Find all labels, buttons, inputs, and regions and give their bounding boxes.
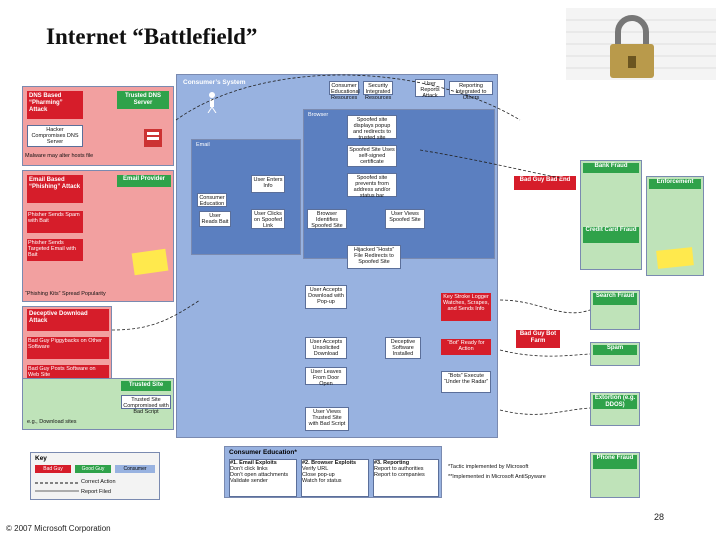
browser-identifies: Browser Identifies Spoofed Site	[307, 209, 347, 229]
phishing-title: Email Based “Phishing” Attack	[27, 175, 83, 203]
edu-col-3-item: Report to authorities	[374, 466, 424, 472]
trusted-dns-server: Trusted DNS Server	[117, 91, 169, 109]
reporting-to-others: Reporting Integrated to Others	[449, 81, 493, 101]
bad-guy-bot-farm: Bad Guy Bot Farm	[516, 330, 560, 348]
piggyback-card: Bad Guy Piggybacks on Other Software	[27, 337, 109, 359]
dns-attack-title: DNS Based “Pharming” Attack	[27, 91, 83, 119]
edu-col-3-title: #3. Reporting	[374, 460, 410, 466]
note-microsoft: *Tactic implemented by Microsoft	[448, 464, 529, 470]
dns-hacker-card: Hacker Compromises DNS Server	[27, 125, 83, 147]
edu-col-3: #3. Reporting Report to authorities Repo…	[373, 459, 439, 497]
extortion-panel: Extortion (e.g. DDOS)	[590, 392, 640, 426]
accepts-unsolicited: User Accepts Unsolicited Download	[305, 337, 347, 359]
enforcement-title: Enforcement	[649, 179, 701, 189]
edu-resources: Consumer Educational Resources	[329, 81, 360, 101]
server-icon	[144, 129, 162, 147]
phisher-targeted-card: Phisher Sends Targeted Email with Bait	[27, 239, 83, 261]
education-title: Consumer Education*	[229, 449, 297, 456]
user-enters-info: User Enters Info	[251, 175, 285, 193]
consumer-person-icon	[207, 92, 217, 113]
door-open-card: User Leaves From Door Open	[305, 367, 347, 387]
consumer-systems-panel: Consumer’s System Consumer Educational R…	[176, 74, 498, 438]
dns-attack-panel: DNS Based “Pharming” Attack Hacker Compr…	[22, 86, 174, 166]
deceptive-installed: Deceptive Software Installed	[385, 337, 421, 359]
key-good-guy: Good Guy	[75, 465, 111, 473]
search-fraud-panel: Search Fraud	[590, 290, 640, 330]
copyright-footer: © 2007 Microsoft Corporation	[6, 524, 111, 533]
key-consumer: Consumer	[115, 465, 155, 473]
edu-col-1: #1. Email Exploits Don’t click links Don…	[229, 459, 297, 497]
user-clicks-spoofed: User Clicks on Spoofed Link	[251, 209, 285, 229]
edu-col-1-title: #1. Email Exploits	[230, 460, 277, 466]
key-report-filed: Report Filed	[81, 489, 111, 495]
spam-panel: Spam	[590, 342, 640, 366]
self-signed-card: Spoofed Site Uses self-signed certificat…	[347, 145, 397, 167]
consumer-systems-title: Consumer’s System	[183, 79, 246, 86]
deceptive-title: Deceptive Download Attack	[27, 309, 109, 331]
status-bar-card: Spoofed site prevents from address and/o…	[347, 173, 397, 199]
edu-col-2-item: Verify URL	[302, 466, 329, 472]
bank-fraud-panel: Bank Fraud Credit Card Fraud	[580, 160, 642, 270]
legend-key: Key Bad Guy Good Guy Consumer Correct Ac…	[30, 452, 160, 500]
views-bad-script: User Views Trusted Site with Bad Script	[305, 407, 349, 431]
credit-card-fraud: Credit Card Fraud	[583, 227, 639, 243]
trusted-site-compromised: Trusted Site Compromised with Bad Script	[121, 395, 171, 415]
edu-col-2-item: Close pop-up	[302, 472, 335, 478]
starburst-badge	[131, 248, 169, 276]
bad-guy-bad-end: Bad Guy Bad End	[514, 176, 576, 190]
dns-caption: Malware may alter hosts file	[25, 153, 94, 159]
bank-fraud-title: Bank Fraud	[583, 163, 639, 173]
key-title: Key	[35, 455, 47, 462]
browser-label: Browser	[308, 112, 329, 118]
note-antispyware: **Implemented in Microsoft AntiSpyware	[448, 474, 546, 480]
trusted-site-panel: Trusted Site Trusted Site Compromised wi…	[22, 378, 174, 430]
enforcement-panel: Enforcement	[646, 176, 704, 276]
padlock-icon	[566, 8, 716, 80]
bots-execute: “Bots” Execute “Under the Radar”	[441, 371, 491, 393]
phishing-caption: “Phishing Kits” Spread Popularity	[25, 291, 106, 297]
enforcement-badge	[656, 247, 694, 269]
page-number: 28	[654, 512, 665, 522]
phone-fraud-panel: Phone Fraud	[590, 452, 640, 498]
consumer-education-panel: Consumer Education* #1. Email Exploits D…	[224, 446, 442, 498]
accepts-download-popup: User Accepts Download with Pop-up	[305, 285, 347, 309]
user-views-spoofed: User Views Spoofed Site	[385, 209, 425, 229]
security-resources: Security Integrated Resources	[363, 81, 393, 101]
trusted-site-title: Trusted Site	[121, 381, 171, 391]
edu-col-2-title: #2. Browser Exploits	[302, 460, 357, 466]
phisher-spam-card: Phisher Sends Spam with Bait	[27, 211, 83, 233]
hijacked-hosts: Hijacked “Hosts” File Redirects to Spoof…	[347, 245, 401, 269]
email-phishing-panel: Email Based “Phishing” Attack Email Prov…	[22, 170, 174, 302]
spam-title: Spam	[593, 345, 637, 355]
edu-col-1-item: Validate sender	[230, 478, 268, 484]
edu-col-1-item: Don’t open attachments	[230, 472, 289, 478]
user-reports-attack: User Reports Attack	[415, 79, 445, 99]
search-fraud-title: Search Fraud	[593, 293, 637, 305]
edu-col-2: #2. Browser Exploits Verify URL Close po…	[301, 459, 369, 497]
key-line-samples	[35, 482, 79, 492]
extortion-title: Extortion (e.g. DDOS)	[593, 395, 637, 409]
browser-area: Browser	[303, 109, 495, 259]
email-label: Email	[196, 142, 210, 148]
key-bad-guy: Bad Guy	[35, 465, 71, 473]
email-provider-label: Email Provider	[117, 175, 171, 187]
consumer-education-card: Consumer Education	[197, 193, 227, 207]
page-title: Internet “Battlefield”	[46, 24, 258, 49]
keystroke-logger: Key Stroke Logger Watches, Scrapes, and …	[441, 293, 491, 321]
user-reads-bait: User Reads Bait	[199, 211, 231, 227]
bot-ready: “Bot” Ready for Action	[441, 339, 491, 355]
popup-redirect-card: Spoofed site displays popup and redirect…	[347, 115, 397, 141]
edu-col-3-item: Report to companies	[374, 472, 425, 478]
edu-col-1-item: Don’t click links	[230, 466, 268, 472]
key-correct-action: Correct Action	[81, 479, 116, 485]
phone-fraud-title: Phone Fraud	[593, 455, 637, 469]
edu-col-2-item: Watch for status	[302, 478, 342, 484]
trusted-site-caption: e.g., Download sites	[27, 419, 77, 425]
